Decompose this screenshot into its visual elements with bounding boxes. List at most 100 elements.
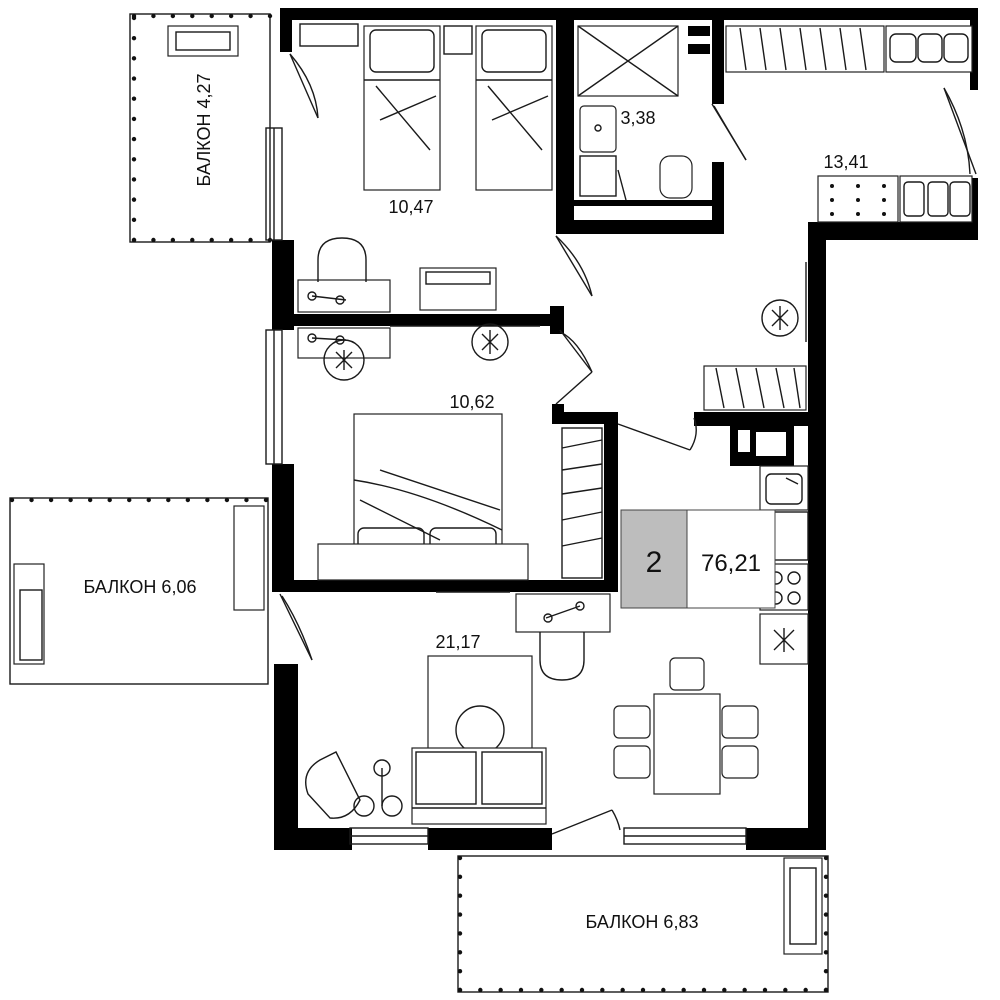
railing-dot	[244, 497, 249, 503]
room-count: 2	[646, 546, 663, 579]
balcony-west-label: БАЛКОН 6,06	[84, 577, 197, 597]
balcony-west	[9, 497, 269, 685]
railing-dot	[722, 987, 727, 993]
railing-dot	[579, 987, 585, 993]
railing-dot	[107, 497, 112, 503]
bathroom-fixtures	[577, 25, 693, 201]
railing-dot	[823, 855, 829, 861]
railing-dot	[457, 912, 463, 917]
railing-dot	[518, 987, 524, 993]
balcony-railing-dots	[9, 13, 829, 993]
total-area-background	[686, 509, 776, 609]
railing-dot	[29, 497, 34, 503]
railing-dot	[131, 116, 137, 122]
railing-dot	[151, 13, 156, 19]
railing-dot	[205, 497, 210, 503]
railing-dot	[762, 987, 768, 993]
railing-dot	[248, 13, 253, 19]
railing-dot	[539, 987, 544, 993]
railing-dot	[701, 987, 707, 993]
railing-dot	[803, 987, 808, 993]
railing-dot	[248, 237, 253, 243]
railing-dot	[823, 931, 829, 936]
railing-dot	[457, 931, 463, 936]
railing-dot	[9, 497, 15, 503]
railing-dot	[170, 237, 176, 243]
balcony-south-label: БАЛКОН 6,83	[586, 912, 699, 932]
railing-dot	[131, 35, 137, 41]
railing-dot	[457, 874, 463, 880]
railing-dot	[823, 874, 829, 880]
railing-dot	[640, 987, 646, 993]
railing-dot	[48, 497, 54, 503]
bedroom-1-area: 10,47	[388, 197, 433, 217]
railing-dot	[457, 968, 463, 974]
railing-dot	[170, 13, 176, 19]
railing-dot	[228, 237, 234, 243]
railing-dot	[131, 76, 137, 81]
railing-dot	[600, 987, 605, 993]
bedroom-1-furniture	[297, 25, 553, 313]
room-count-background	[620, 509, 688, 609]
living-room-furniture	[305, 591, 759, 825]
railing-dot	[823, 968, 829, 974]
railing-dot	[783, 987, 788, 993]
railing-dot	[151, 237, 156, 243]
apartment-summary: 2 76,21	[620, 509, 776, 609]
area-labels: 10,47 3,38 13,41 10,62 21,17 БАЛКОН 4,27…	[84, 74, 869, 932]
railing-dot	[457, 855, 463, 861]
bedroom-2-furniture	[297, 323, 603, 581]
railing-dot	[620, 987, 625, 993]
railing-dot	[457, 950, 463, 955]
railing-dot	[478, 987, 483, 993]
railing-dot	[742, 987, 747, 993]
railing-dot	[209, 13, 214, 19]
railing-dot	[228, 13, 234, 19]
doors	[279, 53, 977, 835]
railing-dot	[498, 987, 503, 993]
railing-dot	[823, 950, 829, 955]
living-room-area: 21,17	[435, 632, 480, 652]
railing-dot	[823, 987, 829, 993]
railing-dot	[224, 497, 230, 503]
railing-dot	[267, 13, 273, 19]
duct-opening	[738, 430, 750, 452]
kitchen-area: 13,41	[823, 152, 868, 172]
hall-kitchen-fixtures	[703, 25, 973, 665]
railing-dot	[185, 497, 191, 503]
railing-dot	[190, 237, 195, 243]
railing-dot	[823, 893, 829, 898]
railing-dot	[131, 217, 137, 223]
railing-dot	[166, 497, 171, 503]
railing-dot	[681, 987, 686, 993]
railing-dot	[87, 497, 93, 503]
railing-dot	[823, 912, 829, 917]
railing-dot	[457, 893, 463, 898]
bedroom-2-area: 10,62	[449, 392, 494, 412]
railing-dot	[131, 197, 137, 202]
windows	[265, 23, 747, 845]
railing-dot	[131, 136, 137, 142]
railing-dot	[131, 96, 137, 101]
balcony-south	[457, 855, 829, 993]
railing-dot	[209, 237, 214, 243]
balcony-north-west-label: БАЛКОН 4,27	[194, 74, 214, 187]
railing-dot	[131, 157, 137, 162]
walls	[272, 8, 978, 850]
railing-dot	[457, 987, 463, 993]
railing-dot	[263, 497, 269, 503]
balcony-north-west	[129, 13, 271, 243]
railing-dot	[127, 497, 132, 503]
bathroom-area: 3,38	[620, 108, 655, 128]
railing-dot	[146, 497, 151, 503]
railing-dot	[131, 56, 137, 61]
railing-dot	[131, 177, 137, 182]
railing-dot	[190, 13, 195, 19]
duct-opening	[756, 432, 786, 456]
railing-dot	[559, 987, 564, 993]
total-area: 76,21	[701, 550, 761, 577]
railing-dot	[131, 13, 137, 19]
railing-dot	[661, 987, 666, 993]
railing-dot	[131, 237, 137, 243]
